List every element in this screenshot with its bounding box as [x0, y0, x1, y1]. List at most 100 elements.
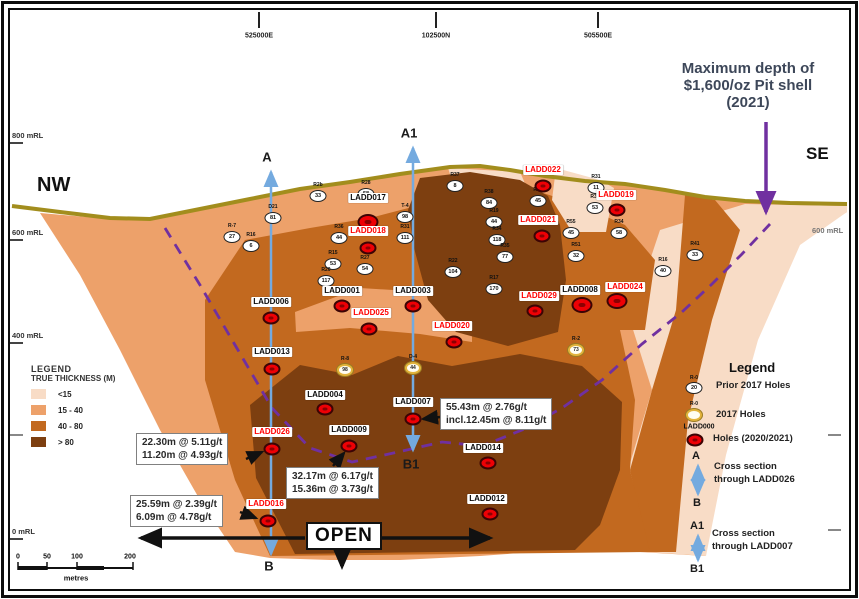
prior-hole-marker: 98	[396, 211, 414, 223]
elevation-tick-left	[10, 342, 23, 344]
prior-hole-marker: 33	[309, 190, 327, 202]
prior-hole-marker: 84	[480, 197, 498, 209]
legend-b1-label: B1	[690, 563, 705, 575]
thickness-legend-subtitle: TRUE THICKNESS (M)	[31, 374, 116, 383]
left-elevation-tick	[10, 434, 23, 436]
prior-hole-marker: 33	[686, 249, 704, 261]
intercept-line: 55.43m @ 2.76g/t	[446, 402, 527, 413]
open-label: OPEN	[306, 522, 382, 550]
intercept-line: 25.59m @ 2.39g/t	[136, 499, 217, 510]
legend-prior-icon-tag: R-0	[689, 375, 699, 381]
hole-legend-title: Legend	[729, 360, 776, 375]
elevation-tick-left	[10, 538, 23, 540]
drillhole-ladd020	[445, 335, 463, 349]
intercept-line: 32.17m @ 6.17g/t	[292, 471, 373, 482]
drillhole-ladd007	[404, 412, 422, 426]
drillhole-ladd012	[481, 507, 499, 521]
prior-hole-tag: R34	[614, 219, 624, 225]
thickness-swatch-label: 40 - 80	[58, 421, 83, 431]
prior-hole-marker: 111	[396, 232, 414, 244]
drillhole-ladd004	[316, 402, 334, 416]
prior-hole-tag: R37	[450, 172, 460, 178]
prior-hole-tag: R35	[500, 243, 510, 249]
section-label-a1: A1	[400, 125, 418, 141]
annotation-arrow	[328, 451, 346, 470]
prior-hole-tag: R16	[246, 232, 256, 238]
top-axis-tick	[258, 12, 260, 28]
drillhole-label-ladd017: LADD017	[348, 193, 388, 203]
prior-hole-tag: R31	[400, 224, 410, 230]
prior-hole-tag: R41	[690, 241, 700, 247]
prior-hole-tag: R36	[334, 224, 344, 230]
thickness-legend-row: 40 - 80	[31, 421, 115, 431]
drillhole-ladd029	[526, 304, 544, 318]
prior-hole-tag: R31	[591, 174, 601, 180]
prior-hole-marker: 6	[242, 240, 260, 252]
figure-title: Maximum depth of $1,600/oz Pit shell (20…	[648, 60, 848, 111]
scalebar-seg2	[77, 566, 104, 570]
thickness-swatch-label: 15 - 40	[58, 405, 83, 415]
prior-hole-marker: 58	[610, 227, 628, 239]
intercept-line: 22.30m @ 5.11g/t	[142, 437, 223, 448]
drillhole-label-ladd018: LADD018	[348, 226, 388, 236]
compass-se-label: SE	[806, 144, 829, 163]
prior-hole-marker: 53	[586, 202, 604, 214]
compass-nw-label: NW	[37, 174, 71, 196]
scalebar-seg1	[18, 566, 47, 570]
drillhole-label-ladd014: LADD014	[463, 443, 503, 453]
prior-hole-tag: T-4	[401, 203, 409, 209]
prior-hole-marker: 118	[488, 234, 506, 246]
surface-line	[11, 163, 848, 222]
drillhole-label-ladd004: LADD004	[305, 390, 345, 400]
prior-hole-marker: 53	[324, 258, 342, 270]
scalebar-tick-label: 200	[124, 553, 136, 561]
drillhole-label-ladd012: LADD012	[467, 494, 507, 504]
drillhole-label-ladd001: LADD001	[322, 286, 362, 296]
section-label-b1: B1	[402, 456, 420, 472]
prior-hole-tag: R28	[361, 180, 371, 186]
hole-2017-marker: 44	[405, 362, 421, 374]
prior-hole-tag: R20	[321, 267, 331, 273]
prior-hole-marker: 77	[496, 251, 514, 263]
legend-section2-text1: Cross section	[712, 528, 775, 539]
legend-section1-text1: Cross section	[714, 461, 777, 472]
thickness-swatch	[31, 389, 46, 399]
prior-hole-marker: 8	[446, 180, 464, 192]
figure-title-line3: (2021)	[726, 94, 770, 111]
prior-hole-marker: 45	[562, 227, 580, 239]
section-label-b: B	[264, 558, 274, 574]
figure-title-line1: Maximum depth of	[681, 60, 815, 77]
legend-2017-hole-icon	[686, 409, 702, 421]
prior-hole-tag: R-7	[227, 223, 237, 229]
drillhole-label-ladd022: LADD022	[523, 165, 563, 175]
prior-hole-marker: 104	[444, 266, 462, 278]
scalebar-unit: metres	[63, 573, 89, 583]
drillhole-ladd019	[608, 203, 626, 217]
top-axis-label: 102500N	[421, 32, 451, 40]
prior-hole-marker: 27	[223, 231, 241, 243]
prior-hole-tag: R2b	[313, 182, 323, 188]
prior-hole-tag: R38	[484, 189, 494, 195]
hole-2017-marker: 98	[337, 364, 353, 376]
hole-2017-tag: D-4	[408, 354, 418, 360]
thickness-swatch	[31, 421, 46, 431]
drillhole-label-ladd006: LADD006	[251, 297, 291, 307]
legend-prior-hole-icon: 20	[685, 382, 703, 394]
drillhole-label-ladd016: LADD016	[246, 499, 286, 509]
drillhole-ladd006	[262, 311, 280, 325]
drillhole-label-ladd021: LADD021	[518, 215, 558, 225]
thickness-swatch	[31, 405, 46, 415]
thickness-swatch-label: <15	[58, 389, 72, 399]
annotation-arrow	[239, 505, 259, 520]
drillhole-ladd016	[259, 514, 277, 528]
drillhole-ladd013	[263, 362, 281, 376]
legend-b-label: B	[693, 497, 701, 509]
prior-hole-marker: 54	[356, 263, 374, 275]
drillhole-label-ladd029: LADD029	[519, 291, 559, 301]
prior-hole-marker: 45	[529, 195, 547, 207]
elevation-label-left: 0 mRL	[12, 527, 35, 536]
